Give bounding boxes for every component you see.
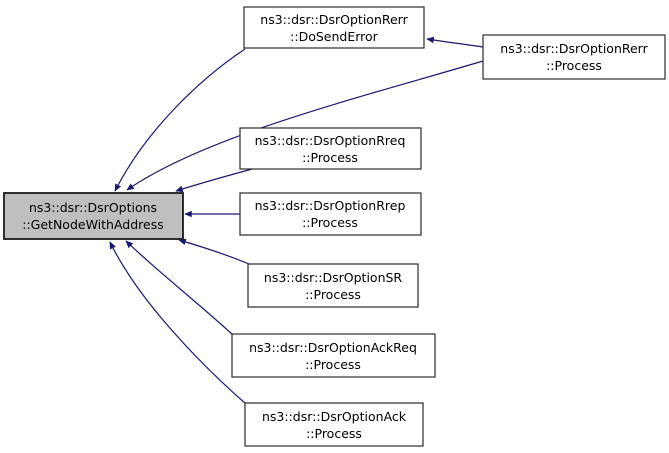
node-get-node-with-address[interactable]: ns3::dsr::DsrOptions ::GetNodeWithAddres… bbox=[3, 192, 184, 240]
node-label-line2: ::Process bbox=[302, 215, 358, 230]
node-label-line2: ::Process bbox=[305, 357, 361, 372]
node-rreq-process[interactable]: ns3::dsr::DsrOptionRreq ::Process bbox=[239, 127, 422, 170]
edge-dosenderror-to-getnodewithaddress bbox=[114, 48, 246, 192]
node-ackreq-process[interactable]: ns3::dsr::DsrOptionAckReq ::Process bbox=[231, 333, 436, 378]
node-box bbox=[482, 34, 666, 80]
node-box bbox=[243, 6, 425, 49]
node-label-line1: ns3::dsr::DsrOptionRerr bbox=[500, 41, 648, 56]
node-rrep-process[interactable]: ns3::dsr::DsrOptionRrep ::Process bbox=[239, 192, 422, 236]
node-rerr-do-send-error[interactable]: ns3::dsr::DsrOptionRerr ::DoSendError bbox=[243, 6, 425, 49]
node-label-line1: ns3::dsr::DsrOptionAck bbox=[262, 409, 407, 424]
node-label-line2: ::Process bbox=[546, 58, 602, 73]
edge-rerrprocess-to-dosenderror bbox=[426, 36, 484, 48]
edge-rerrprocess-to-getnodewithaddress bbox=[126, 60, 484, 191]
node-rerr-process[interactable]: ns3::dsr::DsrOptionRerr ::Process bbox=[482, 34, 666, 80]
node-label-line2: ::Process bbox=[306, 426, 362, 441]
node-sr-process[interactable]: ns3::dsr::DsrOptionSR ::Process bbox=[247, 263, 419, 308]
edge-ackprocess-to-getnodewithaddress bbox=[109, 241, 247, 405]
node-label-line2: ::GetNodeWithAddress bbox=[22, 217, 164, 232]
node-label-line2: ::DoSendError bbox=[290, 29, 379, 44]
node-label-line1: ns3::dsr::DsrOptionRerr bbox=[260, 12, 408, 27]
node-ack-process[interactable]: ns3::dsr::DsrOptionAck ::Process bbox=[244, 402, 424, 447]
node-label-line2: ::Process bbox=[302, 150, 358, 165]
node-label-line1: ns3::dsr::DsrOptionAckReq bbox=[249, 340, 417, 355]
node-box bbox=[244, 402, 424, 447]
node-box bbox=[3, 192, 184, 240]
node-label-line2: ::Process bbox=[305, 287, 361, 302]
node-label-line1: ns3::dsr::DsrOptionRrep bbox=[255, 198, 406, 213]
edge-ackreqprocess-to-getnodewithaddress bbox=[125, 240, 234, 336]
node-box bbox=[231, 333, 436, 378]
node-box bbox=[239, 127, 422, 170]
node-label-line1: ns3::dsr::DsrOptionSR bbox=[264, 270, 403, 285]
node-box bbox=[239, 192, 422, 236]
node-box bbox=[247, 263, 419, 308]
node-label-line1: ns3::dsr::DsrOptionRreq bbox=[255, 133, 406, 148]
edge-srprocess-to-getnodewithaddress bbox=[178, 238, 250, 265]
edge-rreqprocess-to-getnodewithaddress bbox=[175, 168, 253, 193]
node-label-line1: ns3::dsr::DsrOptions bbox=[29, 200, 157, 215]
